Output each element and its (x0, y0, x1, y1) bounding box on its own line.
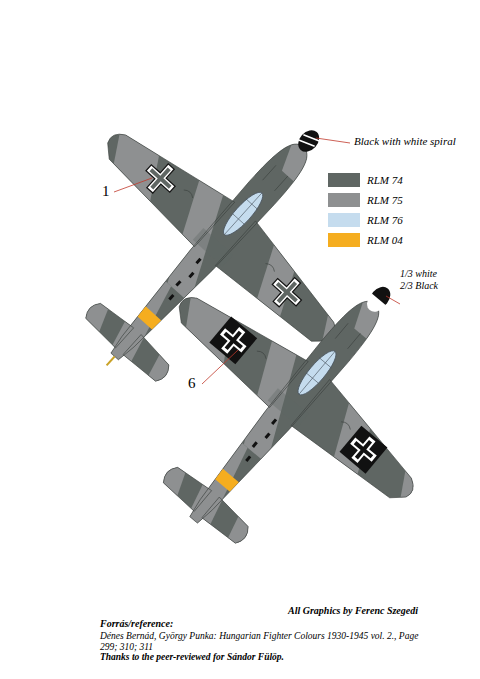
legend-label: RLM 76 (367, 213, 403, 227)
reference-text: Dénes Bernád, György Punka: Hungarian Fi… (100, 631, 430, 653)
callout-text: 1/3 white 2/3 Black (400, 268, 452, 291)
legend-swatch (328, 193, 360, 207)
callout-number: 1 (102, 183, 110, 200)
legend-swatch (328, 213, 360, 227)
legend-label: RLM 04 (367, 233, 403, 247)
legend-swatch (328, 173, 360, 187)
leader-line (202, 350, 238, 384)
leader-line (386, 296, 400, 304)
callout-text: Black with white spiral (354, 135, 456, 148)
legend-label: RLM 75 (367, 193, 403, 207)
legend-label: RLM 74 (367, 173, 403, 187)
leader-line (316, 138, 350, 143)
legend-swatch (328, 233, 360, 247)
leader-line (114, 178, 152, 192)
callout-number: 6 (188, 375, 196, 392)
thanks-note: Thanks to the peer-reviewed for Sándor F… (100, 652, 284, 663)
reference-heading: Forrás/reference: (100, 618, 173, 630)
credit-note: All Graphics by Ferenc Szegedi (288, 605, 418, 617)
